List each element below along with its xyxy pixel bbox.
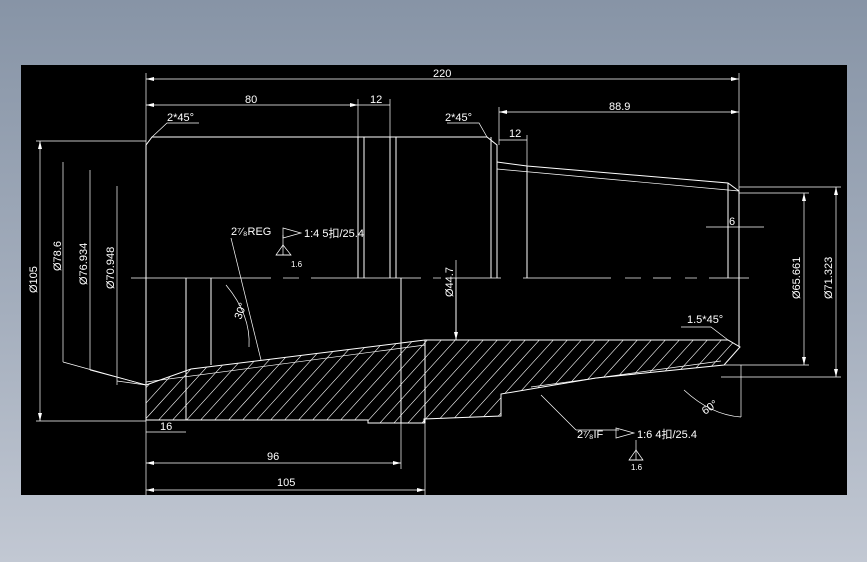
dim-12-right: 12 [509,128,521,140]
dim-dia-78-6: Ø78.6 [52,241,64,271]
hatch-line [326,340,428,423]
dim-dia-76-934: Ø76.934 [78,243,90,285]
thread-left-spec: 1:4 5扣/25.4 [304,226,364,240]
hatch-line [424,340,526,423]
dim-dia-44-7: Ø44.7 [444,267,456,297]
hatch-line [732,340,740,423]
part-outline [145,136,740,278]
dim-dia-65-661: Ø65.661 [791,257,803,299]
dim-dia-105: Ø105 [28,266,40,293]
taper-symbols [275,227,644,461]
part-drawing: 220 80 12 2*45° 2*45° 12 88.9 Ø105 Ø78.6… [28,68,847,495]
dim-angle-60: 60° [700,398,721,417]
dimension-texts: 220 80 12 2*45° 2*45° 12 88.9 Ø105 Ø78.6… [28,68,835,489]
dim-220: 220 [433,68,451,80]
hatch-line [396,340,498,423]
thread-left-name: 2⁷⁄₈REG [231,226,271,238]
hatch-line [438,340,540,423]
dim-chamfer-left: 2*45° [167,112,194,124]
dim-chamfer-right: 1.5*45° [687,314,723,326]
hatch-line [410,340,512,423]
dim-105: 105 [277,477,295,489]
section-view [145,278,847,435]
hatch-line [340,340,442,423]
hatch-line [803,325,847,435]
dim-80: 80 [245,94,257,106]
hatch-line [368,340,470,423]
dim-6: 6 [729,216,735,228]
dim-angle-30: 30° [233,301,250,321]
hatch-line [452,340,554,423]
dim-16: 16 [160,421,172,433]
hatch-line [382,340,484,423]
dim-96: 96 [267,451,279,463]
dim-88-9: 88.9 [609,101,630,113]
hatch-line [817,325,847,435]
thread-right-roughness: 1.6 [631,463,643,472]
dimension-lines [36,73,841,495]
hatch-line [354,340,456,423]
hatch-line [747,325,847,435]
dim-12-left: 12 [370,94,382,106]
thread-right-name: 2⁷⁄₈IF [577,429,604,441]
cad-drawing-canvas: 220 80 12 2*45° 2*45° 12 88.9 Ø105 Ø78.6… [21,65,847,495]
thread-right-spec: 1:6 4扣/25.4 [637,427,697,441]
arrowheads [38,77,838,492]
dim-dia-70-948: Ø70.948 [105,247,117,289]
hatch-line [466,340,568,423]
dim-chamfer-mid: 2*45° [445,112,472,124]
dim-dia-71-323: Ø71.323 [823,257,835,299]
hatch-line [789,325,847,435]
thread-left-roughness: 1.6 [291,260,303,269]
